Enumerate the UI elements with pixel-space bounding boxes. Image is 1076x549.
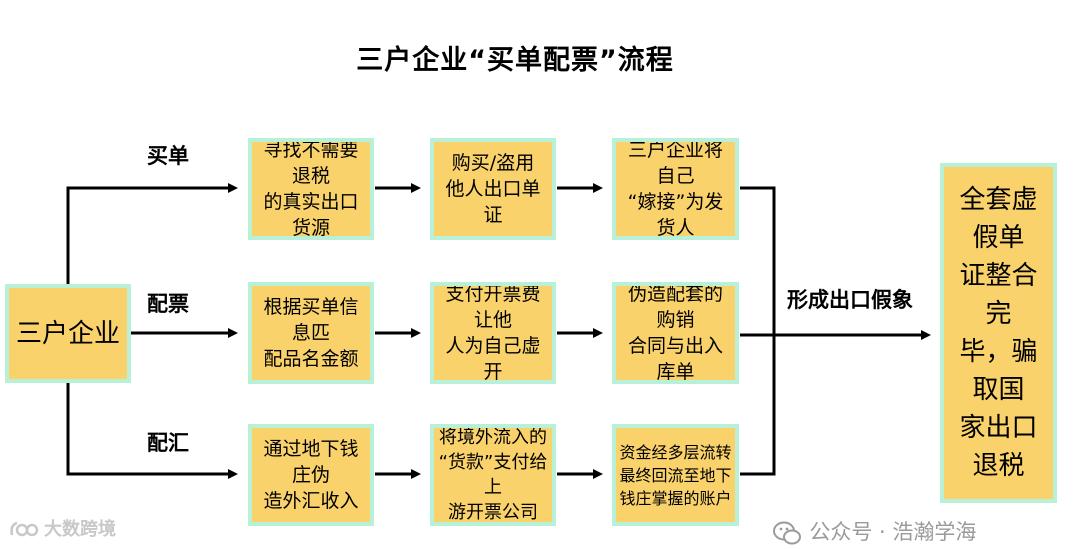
diagram-title: 三户企业“买单配票”流程 [356,45,674,76]
watermark-right: 公众号 · 浩瀚学海 [760,492,976,546]
lane-label-forex: 配汇 [147,431,189,455]
step-buy-2: 购买/盗用 他人出口单证 [430,138,556,240]
watermark-left: 大数跨境 [8,515,116,541]
final-node: 全套虚假单 证整合完 毕，骗取国 家出口退税 [940,163,1057,503]
step-buy-3: 三户企业将自己 “嫁接”为发货人 [612,138,739,240]
step-forex-3: 资金经多层流转 最终回流至地下 钱庄掌握的账户 [612,424,739,526]
step-invoice-2: 支付开票费让他 人为自己虚开 [430,282,556,384]
step-invoice-1: 根据买单信息匹 配品名金额 [248,282,374,384]
link-logo-icon [10,521,39,537]
branch-line-bottom [66,382,238,479]
merge-line [740,186,776,476]
step-invoice-3: 伪造配套的购销 合同与出入库单 [612,282,739,384]
step-forex-1: 通过地下钱庄伪 造外汇收入 [248,424,374,526]
watermark-left-text: 大数跨境 [44,519,116,540]
step-buy-1: 寻找不需要退税 的真实出口货源 [248,138,374,240]
watermark-right-text: 公众号 · 浩瀚学海 [809,520,977,544]
result-label: 形成出口假象 [787,288,913,312]
start-node: 三户企业 [5,284,131,383]
step-forex-2: 将境外流入的 “货款”支付给上 游开票公司 [430,424,556,526]
lane-label-invoice: 配票 [147,292,189,316]
wechat-icon [773,521,802,545]
lane-label-buy: 买单 [147,144,189,168]
branch-line-top [66,183,238,285]
